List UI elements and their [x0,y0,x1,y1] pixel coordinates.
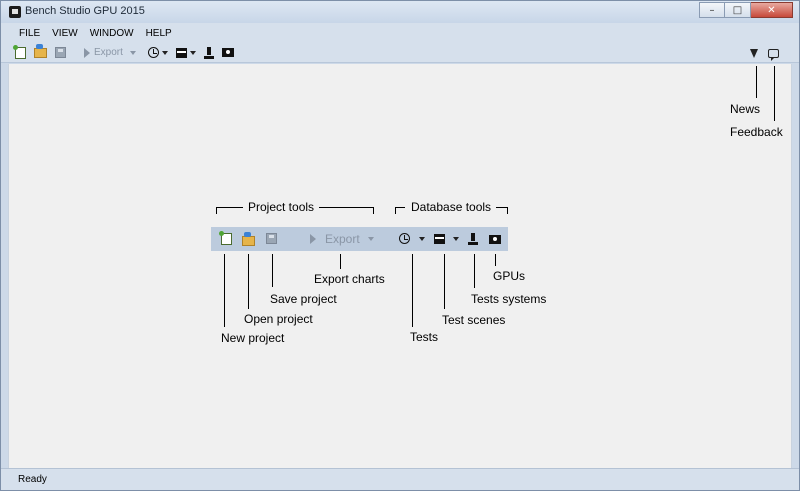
news-callout-line [756,66,757,98]
tests-line [412,254,413,327]
project-tools-bracket-right-tick [373,207,374,214]
new-project-icon [219,231,232,245]
chevron-down-icon [129,50,136,55]
test-scenes-icon [175,47,187,58]
status-text: Ready [18,474,47,485]
database-tools-bracket-left-tick [395,207,396,214]
news-button[interactable] [750,48,758,58]
export-label: Export [325,232,360,246]
new-project-line [224,254,225,327]
export-icon [310,234,316,244]
test-scenes-label: Test scenes [442,313,506,327]
database-tools-bracket-right-tick [507,207,508,214]
toolbar-right [750,46,779,61]
chevron-down-icon [189,50,196,55]
close-button[interactable]: ✕ [751,2,793,18]
menu-view[interactable]: VIEW [52,27,78,39]
chevron-down-icon [161,50,168,55]
export-button[interactable]: Export [84,47,136,58]
database-tools-bracket-left [395,207,405,208]
menu-file[interactable]: FILE [19,27,41,39]
tests-icon [147,47,159,58]
menu-bar: FILE VIEW WINDOW HELP [1,23,799,43]
feedback-callout-line [774,66,775,121]
new-project-icon [13,44,26,59]
new-project-button[interactable] [13,44,26,61]
chevron-down-icon [453,237,459,241]
project-tools-bracket-right [319,207,374,208]
export-charts-label: Export charts [314,272,385,286]
project-tools-bracket-left-tick [216,207,217,214]
content-area [8,64,792,468]
menu-window[interactable]: WINDOW [89,27,134,39]
save-project-line [272,254,273,287]
gpus-button[interactable] [221,45,234,61]
gpus-icon [489,235,501,244]
toolbar: Export [1,43,799,63]
menu-help[interactable]: HELP [145,27,172,39]
tests-systems-line [474,254,475,288]
database-tools-label: Database tools [411,200,492,214]
test-scenes-button[interactable] [175,45,196,61]
tests-systems-icon [468,233,478,245]
news-label: News [730,102,761,116]
new-project-label: New project [221,331,285,345]
feedback-label: Feedback [730,125,783,139]
chevron-down-icon [419,237,425,241]
app-logo-icon [9,6,21,18]
open-project-line [248,254,249,309]
open-project-icon [242,232,255,246]
export-charts-line [340,254,341,269]
toolbar-illustration: Export [211,227,508,251]
project-tools-bracket-left [216,207,243,208]
news-icon [750,48,758,58]
window-controls: – □ ✕ [699,2,793,18]
status-bar: Ready [1,468,799,490]
open-project-icon [34,43,47,58]
save-project-label: Save project [270,292,337,306]
open-project-button[interactable] [34,43,47,61]
gpus-line [495,254,496,266]
tests-button[interactable] [147,45,168,61]
tests-systems-label: Tests systems [471,292,547,306]
save-project-icon [55,47,66,58]
open-project-label: Open project [244,312,313,326]
tests-systems-button[interactable] [203,45,214,61]
chevron-down-icon [368,237,374,241]
title-bar: Bench Studio GPU 2015 – □ ✕ [1,1,799,23]
minimize-button[interactable]: – [699,2,725,18]
tests-systems-icon [203,46,214,59]
gpus-label: GPUs [493,269,526,283]
feedback-icon [768,48,779,61]
tests-label: Tests [410,330,439,344]
database-tools-bracket-right [496,207,508,208]
feedback-button[interactable] [768,48,779,61]
project-tools-label: Project tools [248,200,315,214]
gpus-icon [221,48,234,57]
save-project-icon [266,233,277,244]
window-title: Bench Studio GPU 2015 [25,5,145,17]
tests-icon [399,233,410,244]
export-label: Export [94,47,123,58]
export-icon [84,47,90,58]
maximize-button[interactable]: □ [725,2,751,18]
save-project-button[interactable] [55,45,66,61]
test-scenes-line [444,254,445,309]
test-scenes-icon [434,234,445,244]
